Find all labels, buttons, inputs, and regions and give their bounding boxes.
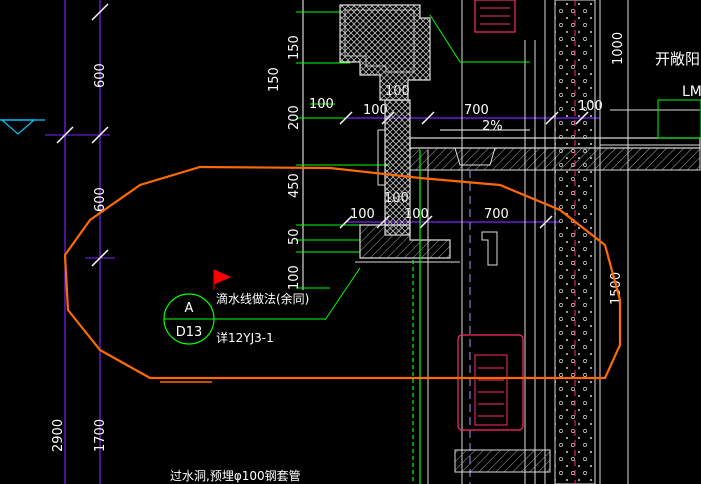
- left-dimension-string: 600 600 2900 1700: [0, 0, 115, 484]
- dim-700-top: 700: [464, 103, 489, 118]
- center-dimension-string: 150 150 200 450 50 100 100: [267, 0, 390, 290]
- dim-700-mid: 700: [484, 207, 509, 222]
- dim-1700: 1700: [93, 419, 108, 452]
- level-marker-icon: [0, 119, 36, 135]
- dim-1000: 1000: [611, 32, 626, 65]
- dim-600-top: 600: [93, 63, 108, 88]
- dim-50: 50: [287, 228, 302, 245]
- section-detail: [324, 0, 701, 484]
- dim-200: 200: [287, 105, 302, 130]
- lm-label: LM: [682, 84, 701, 100]
- dim-2900: 2900: [51, 419, 66, 452]
- dim-100-a: 100: [309, 97, 334, 112]
- bubble-bottom-label: D13: [176, 325, 203, 340]
- dim-100-left: 100: [287, 265, 302, 290]
- dim-150-b: 150: [267, 67, 282, 92]
- dim-600-mid: 600: [93, 187, 108, 212]
- flag-icon: [213, 269, 232, 290]
- balcony-label: 开敞阳: [655, 50, 700, 68]
- dim-450: 450: [287, 173, 302, 198]
- dim-100-b: 100: [363, 103, 388, 118]
- detail-reference: 详12YJ3-1: [216, 330, 274, 345]
- dim-150-a: 150: [287, 35, 302, 60]
- dim-100-d: 100: [350, 207, 375, 222]
- right-dimensions: 1000 1500 开敞阳 LM: [609, 32, 701, 305]
- pipe-note: 过水洞,预埋φ100钢套管: [170, 468, 301, 483]
- detail-callout[interactable]: A D13 滴水线做法(余同) 详12YJ3-1: [163, 269, 325, 345]
- bubble-top-label: A: [185, 301, 194, 316]
- slope-label: 2%: [482, 119, 503, 134]
- revision-cloud[interactable]: [63, 165, 622, 380]
- drip-line-note: 滴水线做法(余同): [216, 291, 309, 306]
